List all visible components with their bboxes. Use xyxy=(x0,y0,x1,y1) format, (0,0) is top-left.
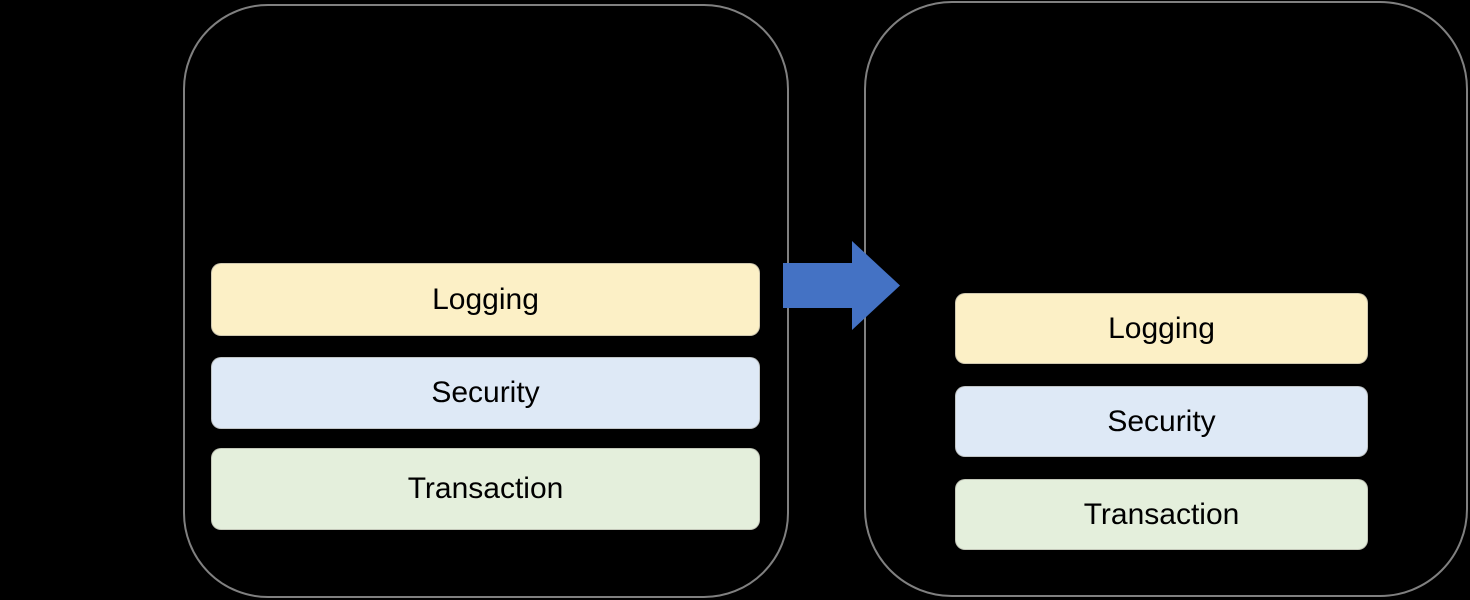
left-security-box: Security xyxy=(211,357,760,429)
left-security-label: Security xyxy=(431,376,540,409)
right-security-box: Security xyxy=(955,386,1368,457)
right-arrow-icon xyxy=(783,241,900,330)
right-arrow-shape xyxy=(783,241,900,330)
right-logging-box: Logging xyxy=(955,293,1368,364)
right-transaction-box: Transaction xyxy=(955,479,1368,550)
left-logging-label: Logging xyxy=(432,282,539,316)
left-transaction-box: Transaction xyxy=(211,448,760,530)
right-security-label: Security xyxy=(1107,404,1216,438)
right-transaction-label: Transaction xyxy=(1083,497,1240,531)
right-logging-label: Logging xyxy=(1108,311,1215,345)
left-logging-box: Logging xyxy=(211,263,760,336)
left-transaction-label: Transaction xyxy=(407,472,564,505)
